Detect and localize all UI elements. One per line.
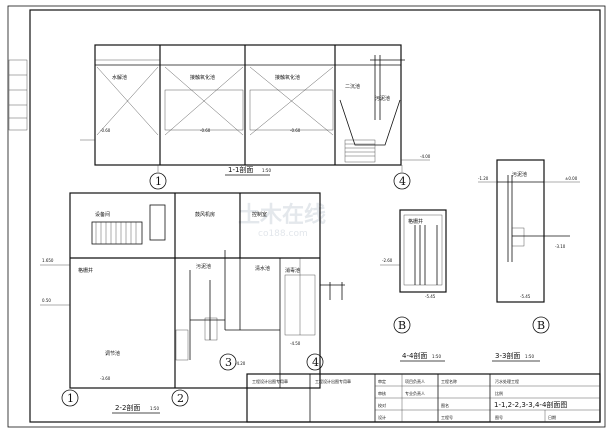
title-cell: 项目负责人 — [405, 378, 425, 384]
axis-bubble-label: 4 — [399, 175, 406, 188]
section-scale: 1:50 — [432, 354, 441, 359]
room-label: 二沉池 — [345, 83, 360, 90]
section-scale: 1:50 — [262, 168, 271, 173]
axis-bubble — [393, 172, 411, 190]
axis-bubble — [149, 172, 167, 190]
elevation: -1.20 — [478, 176, 489, 181]
room-label: 污泥池 — [196, 263, 211, 270]
section-scale: 1:50 — [525, 354, 534, 359]
title-cell: 比例 — [495, 390, 503, 396]
section-title: 1-1剖面 — [228, 165, 253, 174]
elevation: -4.50 — [290, 341, 301, 346]
room-label: 格栅井 — [78, 267, 93, 274]
section-scale: 1:50 — [150, 406, 159, 411]
title-cell: 工程名称 — [441, 378, 457, 384]
room-label: 清水池 — [255, 265, 270, 272]
elevation: -0.60 — [200, 128, 211, 133]
axis-bubble-label: 3 — [225, 356, 232, 369]
elevation: -4.20 — [235, 361, 246, 366]
elevation: -5.45 — [520, 294, 531, 299]
room-label: 格栅井 — [408, 218, 423, 225]
axis-bubble-label: 1 — [67, 392, 74, 405]
axis-bubble — [532, 316, 550, 334]
stamp-label: 工程设计出图专用章 — [315, 378, 351, 384]
axis-bubble-label: B — [537, 319, 545, 332]
axis-bubble — [393, 316, 411, 334]
elevation: -3.60 — [100, 376, 111, 381]
axis-bubble-label: 2 — [177, 392, 184, 405]
elevation: -2.60 — [382, 258, 393, 263]
watermark-main: 土木在线 — [238, 202, 326, 228]
title-cell: 审定 — [378, 378, 386, 384]
axis-bubble-label: 4 — [312, 356, 319, 369]
elevation: -4.00 — [420, 154, 431, 159]
axis-bubble — [306, 353, 324, 371]
binding-strip — [8, 59, 28, 131]
section-3-3: 污泥池 ±0.00 -1.20 -5.45 -3.10 — [478, 159, 580, 303]
axis-bubble — [171, 389, 189, 407]
room-label: 水解池 — [112, 74, 127, 81]
title-cell: 工程号 — [441, 414, 453, 420]
sheet-border — [7, 5, 606, 428]
section-2-2: 设备间 鼓风机房 控制室 格栅井 调节池 污泥池 清水池 消毒池 1.650 0… — [40, 192, 345, 389]
section-title: 3-3剖面 — [495, 351, 520, 360]
room-label: 控制室 — [252, 211, 267, 218]
stamp-label: 工程设计出图专用章 — [252, 378, 288, 384]
elevation: -5.45 — [425, 294, 436, 299]
axis-bubble-label: B — [398, 319, 406, 332]
title-cell: 专业负责人 — [405, 390, 425, 396]
title-cell: 校对 — [378, 402, 386, 408]
section-1-1: 水解池 接触氧化池 接触氧化池 二沉池 污泥池 -0.60 -0.60 -0.6… — [80, 44, 431, 172]
elevation: -3.10 — [555, 244, 566, 249]
section-title: 4-4剖面 — [402, 351, 427, 360]
room-label: 消毒池 — [285, 267, 300, 274]
elevation: 1.650 — [42, 258, 54, 263]
project-name: 污水处理工程 — [495, 378, 519, 384]
drawing-title: 1-1,2-2,3-3,4-4剖面图 — [494, 400, 567, 409]
title-cell: 日期 — [548, 414, 556, 420]
title-cell: 设计 — [378, 414, 386, 420]
elevation: -0.60 — [290, 128, 301, 133]
room-label: 设备间 — [95, 211, 110, 218]
room-label: 污泥池 — [512, 171, 527, 178]
title-cell: 图号 — [495, 414, 503, 420]
axis-bubble — [219, 353, 237, 371]
elevation: 0.50 — [42, 298, 51, 303]
title-block — [246, 373, 601, 423]
room-label: 接触氧化池 — [275, 74, 300, 81]
room-label: 调节池 — [105, 350, 120, 357]
title-cell: 图名 — [441, 402, 449, 408]
room-label: 接触氧化池 — [190, 74, 215, 81]
axis-bubble — [61, 389, 79, 407]
watermark-sub: co188.com — [258, 229, 308, 239]
section-4-4: 格栅井 -2.60 -5.45 — [380, 209, 447, 299]
room-label: 污泥池 — [375, 95, 390, 102]
section-title: 2-2剖面 — [115, 403, 140, 412]
elevation: -0.60 — [100, 128, 111, 133]
elevation: ±0.00 — [565, 176, 578, 181]
room-label: 鼓风机房 — [195, 211, 215, 218]
axis-bubble-label: 1 — [155, 175, 162, 188]
title-cell: 审核 — [378, 390, 386, 396]
